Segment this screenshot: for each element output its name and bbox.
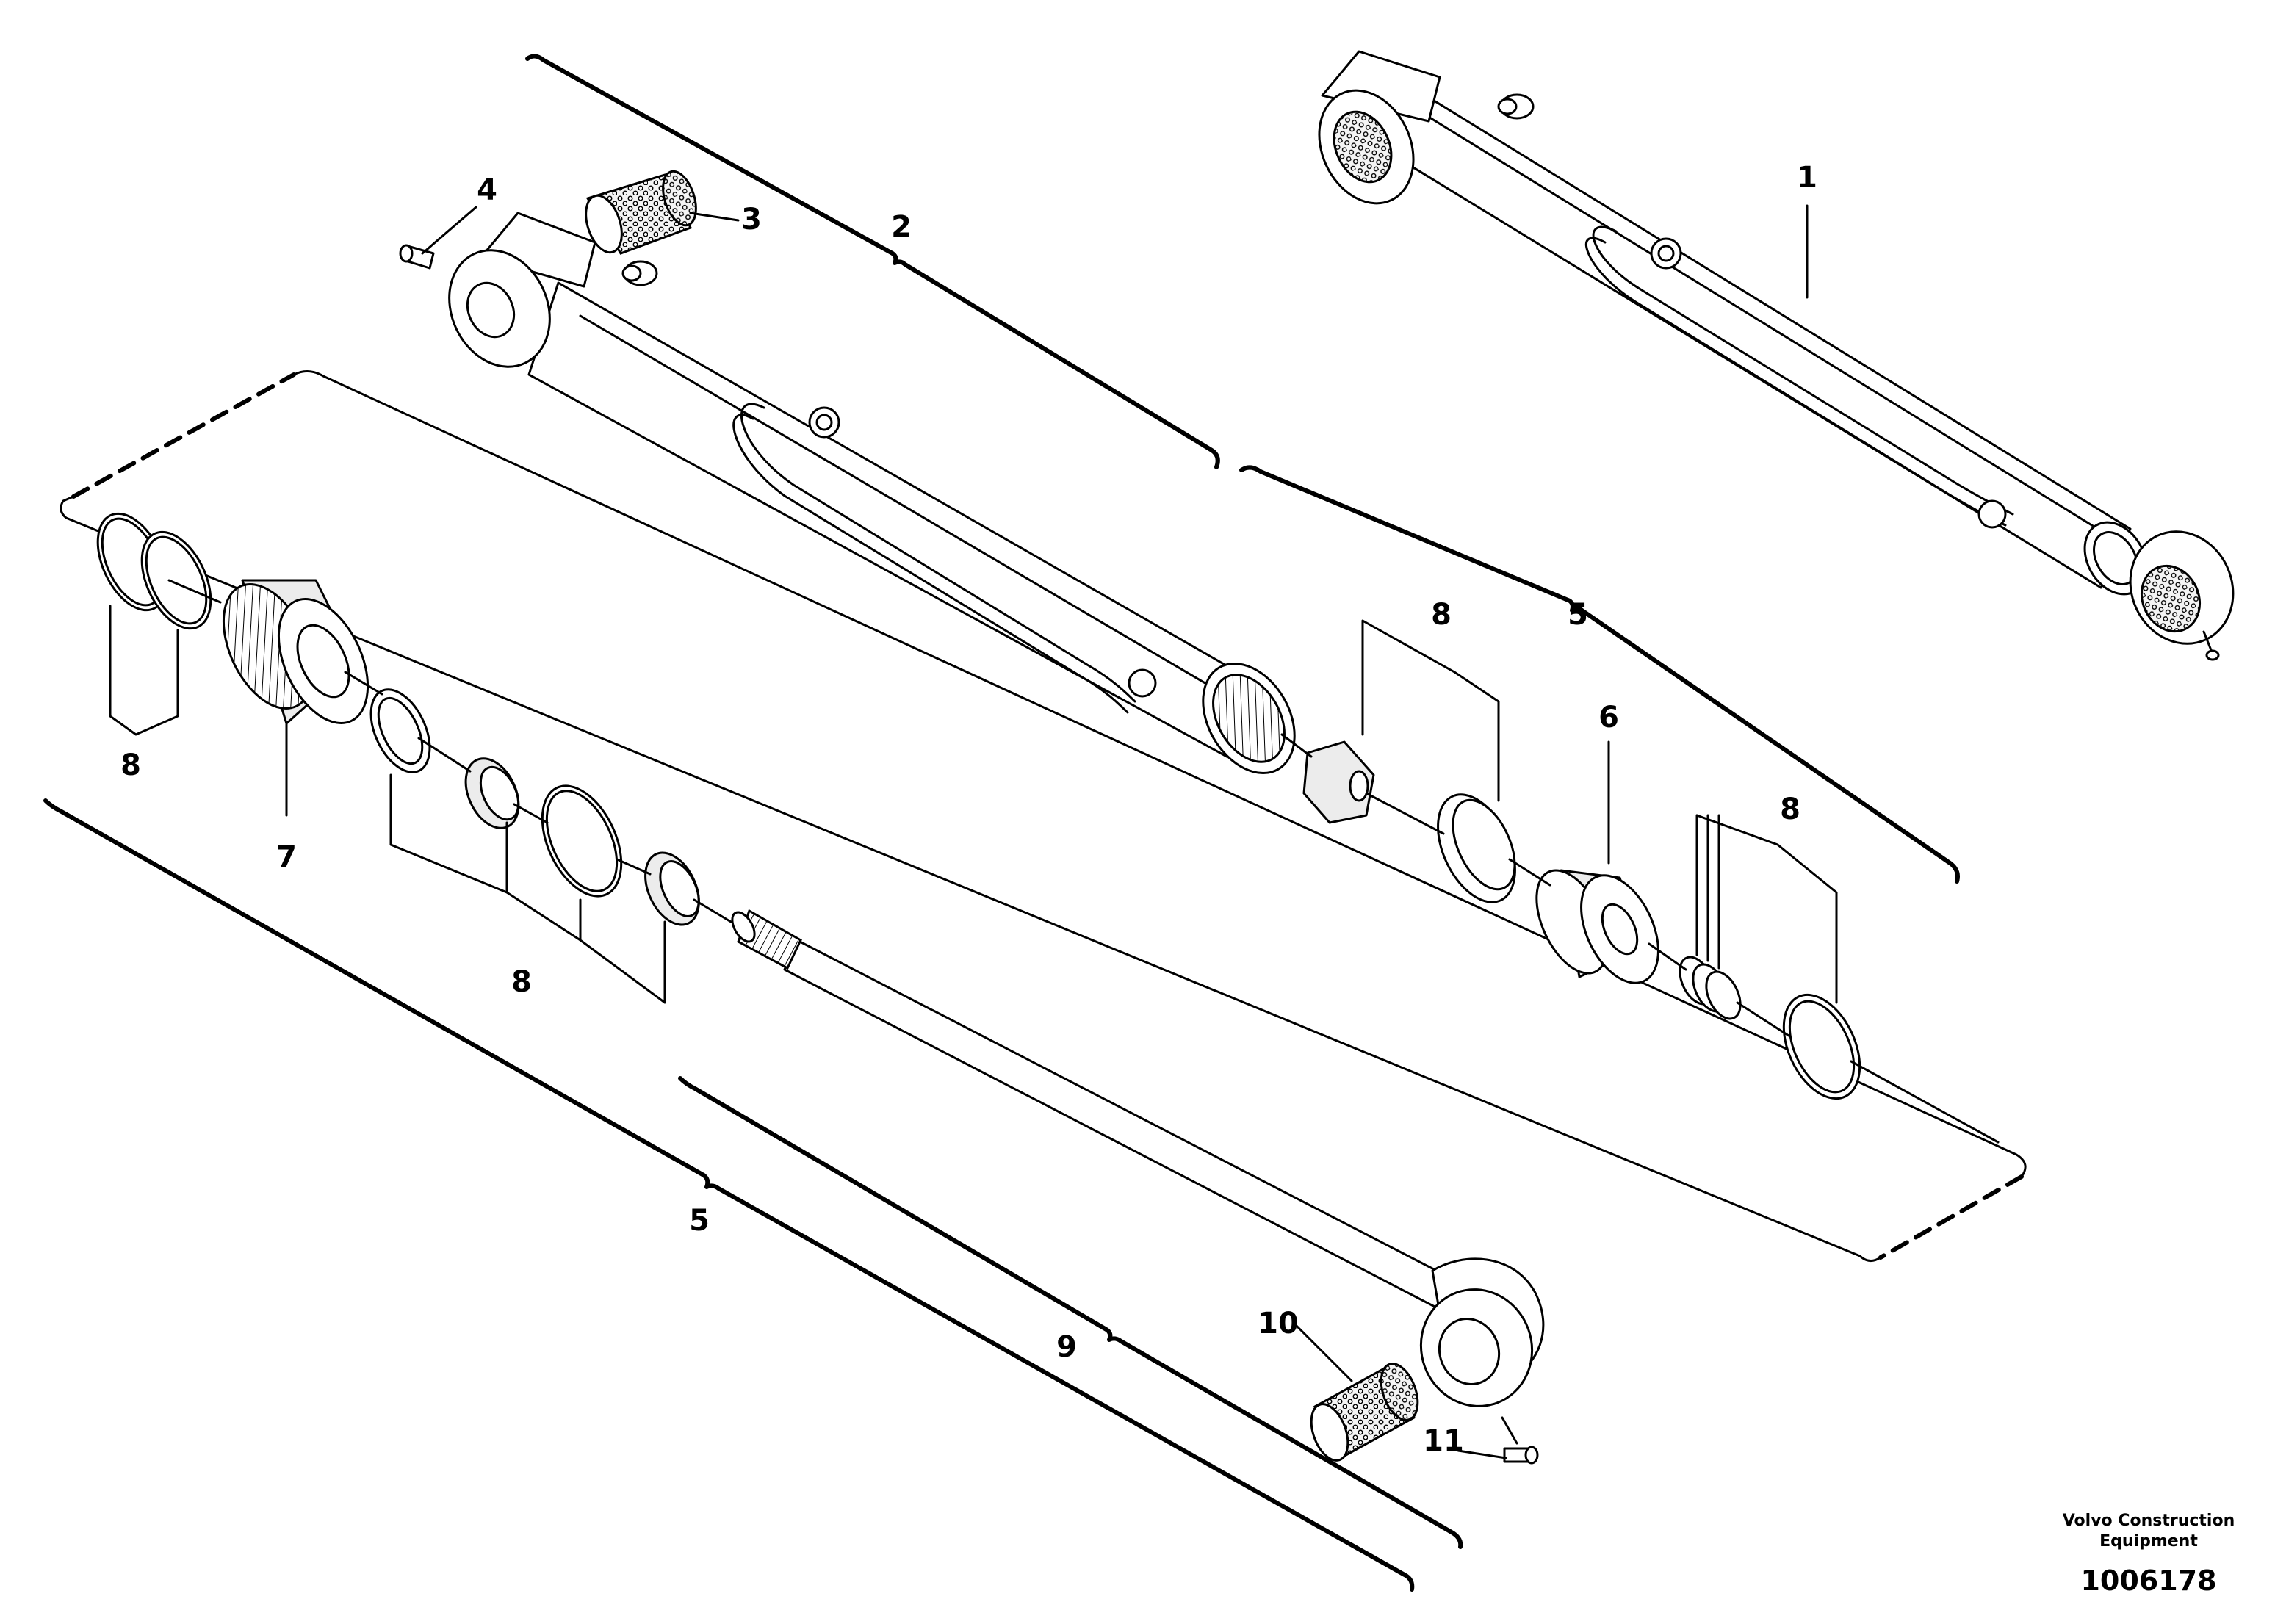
wear-ring-8: [1437, 793, 1516, 903]
seal-ring-8-right: [1782, 993, 1861, 1100]
grease-nipple-4: [399, 244, 435, 270]
callout-1: 1: [1797, 161, 1817, 195]
bracket-head-5: [43, 798, 1415, 1592]
cylinder-head-7: [222, 579, 369, 725]
orings-8-left: [96, 512, 212, 630]
nut-8: [1302, 740, 1375, 824]
figure-number: 1006178: [2080, 1565, 2216, 1597]
piston-rod: [731, 909, 1545, 1407]
callout-8-left: 8: [120, 748, 141, 782]
callout-10: 10: [1258, 1307, 1299, 1340]
cylinder-assembled: [1318, 50, 2235, 661]
bushing-10: [1310, 1363, 1419, 1462]
callout-5-piston: 5: [1568, 598, 1588, 632]
callout-8-piston: 8: [1431, 598, 1452, 632]
callout-9: 9: [1056, 1330, 1077, 1364]
grease-nipple-11: [1503, 1446, 1539, 1465]
bracket-piston-5: [1239, 465, 1960, 884]
callout-6: 6: [1598, 701, 1619, 735]
callout-4: 4: [477, 173, 497, 207]
callout-7: 7: [276, 840, 297, 874]
bracket-cylinder-2: [525, 54, 1220, 469]
credit-line-1: Volvo Construction: [2063, 1512, 2235, 1530]
callout-8-right: 8: [1780, 793, 1800, 826]
seals-8-head: [369, 688, 700, 926]
bracket-seal-kit-8: [60, 370, 2027, 1262]
bracket-rod-9: [678, 1076, 1463, 1549]
callout-11: 11: [1423, 1424, 1464, 1458]
credit-line-2: Equipment: [2099, 1532, 2198, 1551]
callout-8-head-seals: 8: [511, 965, 532, 999]
cylinder-tube: [448, 212, 1296, 775]
piston-6: [1535, 869, 1659, 984]
orings-8-piston: [1679, 956, 1742, 1020]
axis-lines: [167, 579, 2000, 1144]
callout-5-head: 5: [689, 1204, 710, 1238]
bushing-3: [585, 170, 697, 255]
callout-2: 2: [891, 210, 912, 244]
leader-lines: [109, 204, 1838, 1459]
callout-3: 3: [741, 203, 762, 237]
